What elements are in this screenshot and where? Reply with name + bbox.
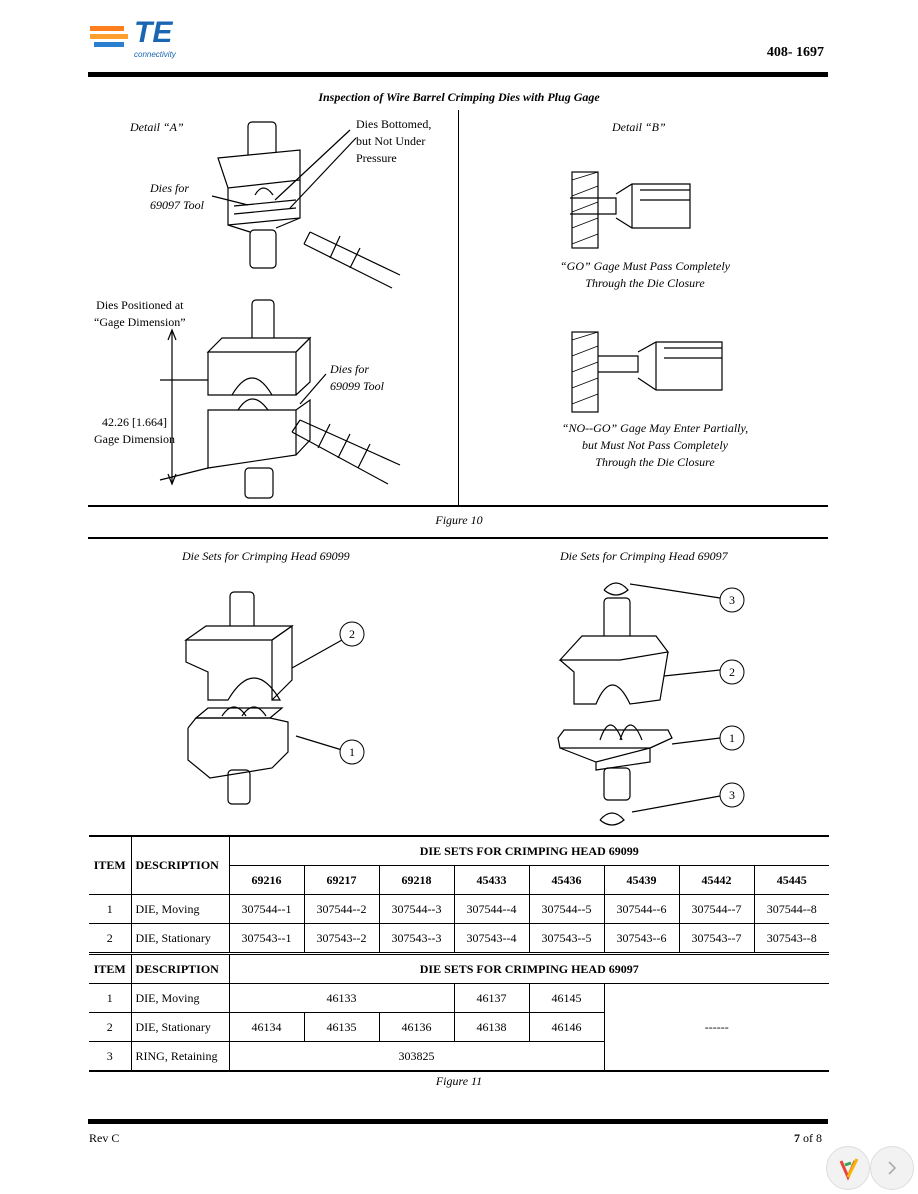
callout-left-1: 1 [339, 739, 365, 765]
detail-b-label: Detail “B” [612, 120, 666, 134]
svg-text:3: 3 [729, 593, 735, 607]
t1-item-header: ITEM [89, 835, 132, 895]
t1-col: 45445 [753, 865, 829, 895]
svg-text:3: 3 [729, 788, 735, 802]
t2-dash: ------ [603, 983, 829, 1072]
figure11-caption: Figure 11 [435, 1074, 483, 1088]
figure10-divider [458, 110, 459, 505]
table-row: 1 DIE, Moving 46133 46137 46145 ------ [89, 983, 829, 1072]
t2-item-header: ITEM [89, 952, 132, 984]
nogo-gage-drawing [571, 331, 723, 413]
fig11-right-title: Die Sets for Crimping Head 69097 [560, 549, 728, 563]
te-logo: TE connectivity [88, 16, 198, 62]
t2-group-header: DIE SETS FOR CRIMPING HEAD 69097 [228, 952, 829, 984]
callout-right-3-top: 3 [719, 587, 745, 613]
viewer-logo-button[interactable] [826, 1146, 870, 1190]
t1-col: 69218 [378, 865, 455, 895]
callout-right-2: 2 [719, 659, 745, 685]
die-69099-stationary-drawing [187, 706, 343, 805]
brand-sub: connectivity [134, 50, 176, 59]
ring-bottom-drawing [599, 812, 625, 826]
svg-text:1: 1 [349, 745, 355, 759]
t1-desc-header: DESCRIPTION [130, 835, 230, 895]
svg-text:2: 2 [349, 627, 355, 641]
header-rule [88, 72, 828, 77]
t1-group-header: DIE SETS FOR CRIMPING HEAD 69099 [228, 835, 829, 866]
die-sets-table: ITEM DESCRIPTION DIE SETS FOR CRIMPING H… [89, 835, 829, 1072]
figure10-bottom-rule [88, 505, 828, 507]
svg-text:1: 1 [729, 731, 735, 745]
table-row: 2 DIE, Stationary 46134 46135 46136 4613… [89, 1012, 829, 1042]
t1-col: 45436 [528, 865, 605, 895]
die-69097-stationary-drawing [557, 724, 721, 801]
te-logo-icon [90, 26, 128, 47]
t1-col: 69216 [228, 865, 305, 895]
dies-positioned-label: Dies Positioned at“Gage Dimension” [94, 298, 186, 329]
figure10-drawings [159, 121, 723, 499]
t1-col: 69217 [303, 865, 380, 895]
page-number: 7 of 8 [794, 1131, 822, 1145]
t2-desc-header: DESCRIPTION [130, 952, 230, 984]
brand-name: TE [134, 16, 173, 49]
die-69097-moving-drawing [558, 597, 721, 705]
fig11-left-title: Die Sets for Crimping Head 69099 [182, 549, 350, 563]
chevron-right-icon [888, 1161, 897, 1175]
footer-rule [88, 1119, 828, 1124]
figure10-title: Inspection of Wire Barrel Crimping Dies … [318, 90, 600, 104]
figure11-drawings: 2 1 3 2 1 3 [184, 582, 745, 826]
t1-col: 45439 [603, 865, 680, 895]
next-page-button[interactable] [870, 1146, 914, 1190]
table-row: 3 RING, Retaining 303825 [89, 1041, 829, 1072]
ring-top-drawing [603, 582, 629, 596]
die-69099-moving-drawing [184, 591, 343, 701]
svg-text:2: 2 [729, 665, 735, 679]
callout-left-2: 2 [339, 621, 365, 647]
t1-col: 45433 [453, 865, 530, 895]
callout-right-1: 1 [719, 725, 745, 751]
gage-dimension-label: 42.26 [1.664]Gage Dimension [94, 415, 175, 446]
doc-number: 408- 1697 [766, 45, 824, 60]
rev-label: Rev C [89, 1131, 120, 1145]
t1-col: 45442 [678, 865, 755, 895]
figure10-caption: Figure 10 [435, 513, 483, 527]
go-gage-drawing [570, 171, 691, 249]
callout-right-3-bottom: 3 [719, 782, 745, 808]
die-69099-drawing [159, 299, 401, 499]
nogo-gage-text: “NO--GO” Gage May Enter Partially,but Mu… [561, 421, 749, 469]
figure11-top-rule [88, 537, 828, 539]
die-69097-drawing [211, 121, 401, 289]
detail-a-label: Detail “A” [130, 120, 184, 134]
leaf-logo-icon [839, 1158, 859, 1181]
